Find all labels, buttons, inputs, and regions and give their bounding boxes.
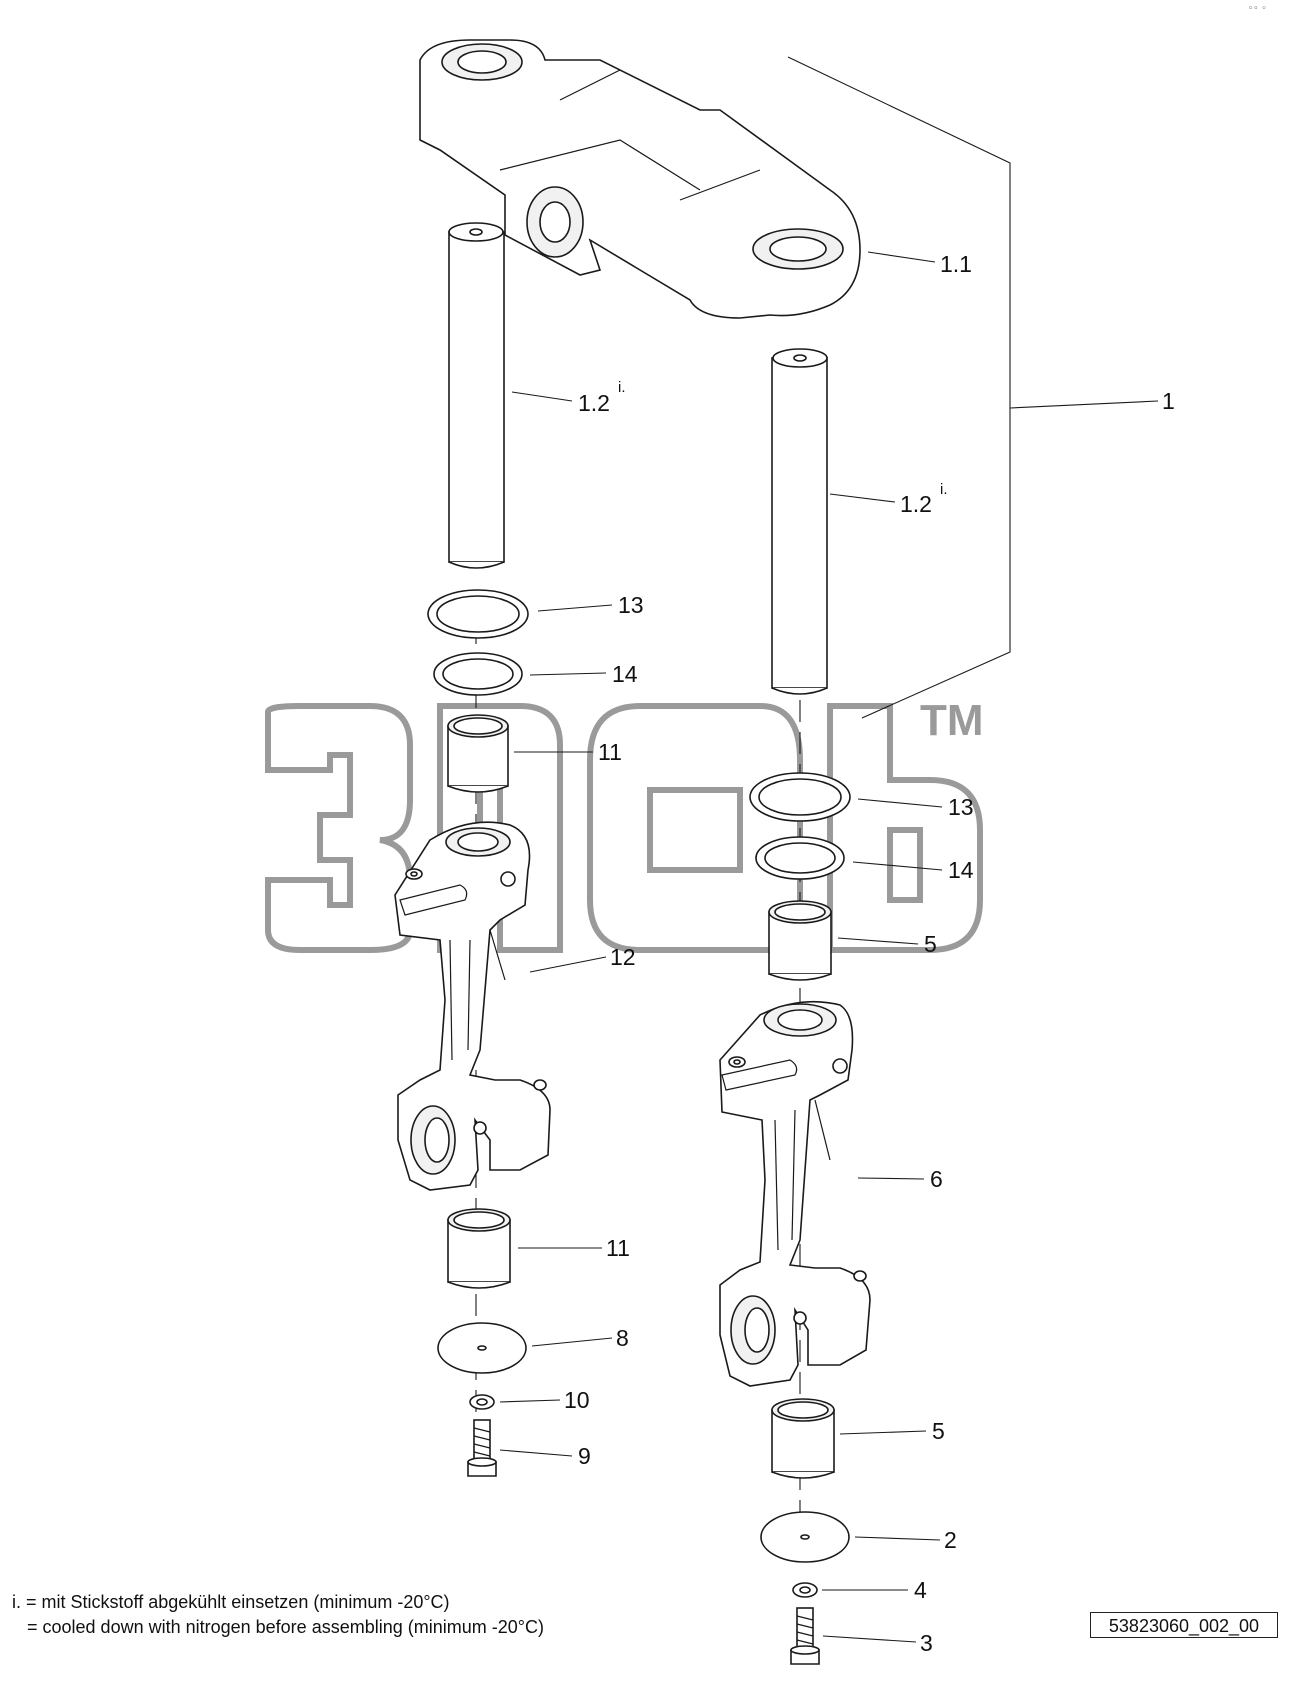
left-pin-part-1-2 [448, 222, 505, 569]
callout-1-1: 1.1 [940, 251, 972, 277]
callout-1-2-right: 1.2 [900, 491, 932, 517]
callout-9: 9 [578, 1443, 591, 1469]
right-bushing-5-bottom [771, 1398, 835, 1479]
right-pin-part-1-2 [771, 348, 828, 695]
footnote-english: = cooled down with nitrogen before assem… [12, 1617, 544, 1637]
callout-1: 1 [1162, 388, 1175, 414]
callout-1-2-left: 1.2 [578, 390, 610, 416]
callout-2: 2 [944, 1527, 957, 1553]
footnote-german: i. = mit Stickstoff abgekühlt einsetzen … [12, 1592, 450, 1612]
callout-8: 8 [616, 1325, 629, 1351]
callout-12: 12 [610, 944, 636, 970]
top-beam-part-1-1 [419, 39, 861, 319]
left-bolt-9 [467, 1419, 497, 1477]
callout-6: 6 [930, 1166, 943, 1192]
callout-14-right: 14 [948, 857, 974, 883]
callout-1-2-right-sup: i. [940, 481, 948, 498]
callout-11-top: 11 [598, 739, 622, 765]
left-bushing-11-bottom [447, 1208, 511, 1289]
callout-14-left: 14 [612, 661, 638, 687]
left-o-ring-13-inner [436, 595, 520, 633]
left-ring-14-inner [442, 658, 514, 690]
callout-3: 3 [920, 1630, 933, 1656]
right-swing-arm-part-6 [719, 1000, 871, 1387]
left-swing-arm-part-12 [394, 821, 551, 1191]
callout-1-2-left-sup: i. [618, 379, 626, 396]
right-bushing-5-top [768, 900, 832, 981]
right-ring-14-inner [764, 842, 836, 874]
right-o-ring-13-inner [758, 778, 842, 816]
watermark-tm: TM [920, 696, 984, 745]
callout-11-bottom: 11 [606, 1235, 630, 1261]
drawing-number-box: 53823060_002_00 [1090, 1612, 1278, 1638]
callout-13-left: 13 [618, 592, 644, 618]
callout-10: 10 [564, 1387, 590, 1413]
right-bolt-3 [790, 1607, 820, 1665]
callout-labels: 1.1 1 1.2 i. 1.2 i. 13 14 11 12 13 14 5 … [564, 251, 1175, 1656]
callout-5-bottom: 5 [932, 1418, 945, 1444]
callout-5-top: 5 [924, 931, 937, 957]
corner-mark: ◦◦ ◦ [1248, 4, 1267, 14]
left-bushing-11-top [447, 714, 509, 793]
callout-4: 4 [914, 1577, 927, 1603]
watermark-logo: TM [265, 696, 984, 953]
callout-13-right: 13 [948, 794, 974, 820]
leader-lines [499, 251, 1159, 1643]
